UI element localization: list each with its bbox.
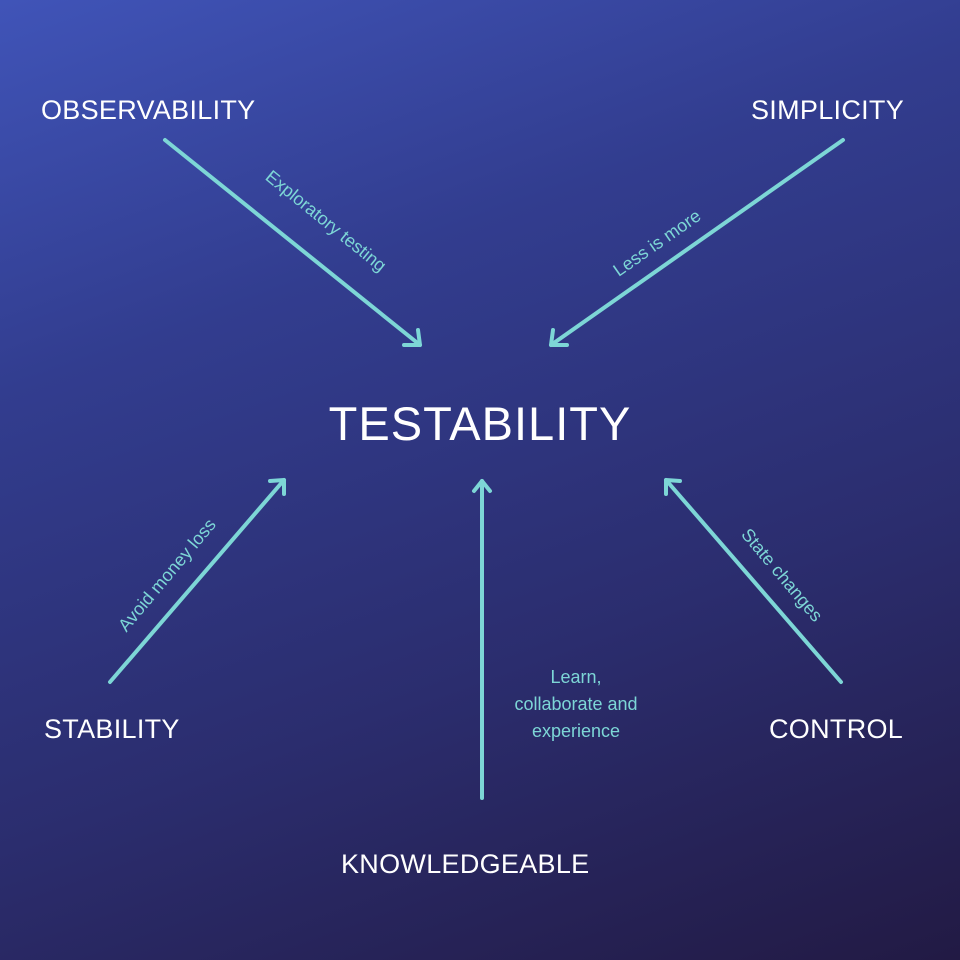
arrow-control (664, 478, 843, 684)
edge-label-knowledgeable-line: experience (531, 721, 621, 741)
node-simplicity: SIMPLICITY (751, 95, 905, 125)
arrow-knowledgeable (472, 479, 492, 800)
edge-label-knowledgeable-line: Learn, (550, 667, 602, 687)
node-stability: STABILITY (44, 714, 180, 744)
arrow-simplicity (549, 138, 845, 347)
node-observability: OBSERVABILITY (41, 95, 256, 125)
node-knowledgeable: KNOWLEDGEABLE (341, 849, 590, 879)
edge-label-knowledgeable: Learn, collaborate and experience (476, 664, 676, 745)
arrow-stability (108, 478, 286, 684)
node-control: CONTROL (769, 714, 904, 744)
center-title: TESTABILITY (328, 397, 632, 450)
edge-label-knowledgeable-line: collaborate and (514, 694, 638, 714)
arrow-observability (163, 138, 422, 347)
